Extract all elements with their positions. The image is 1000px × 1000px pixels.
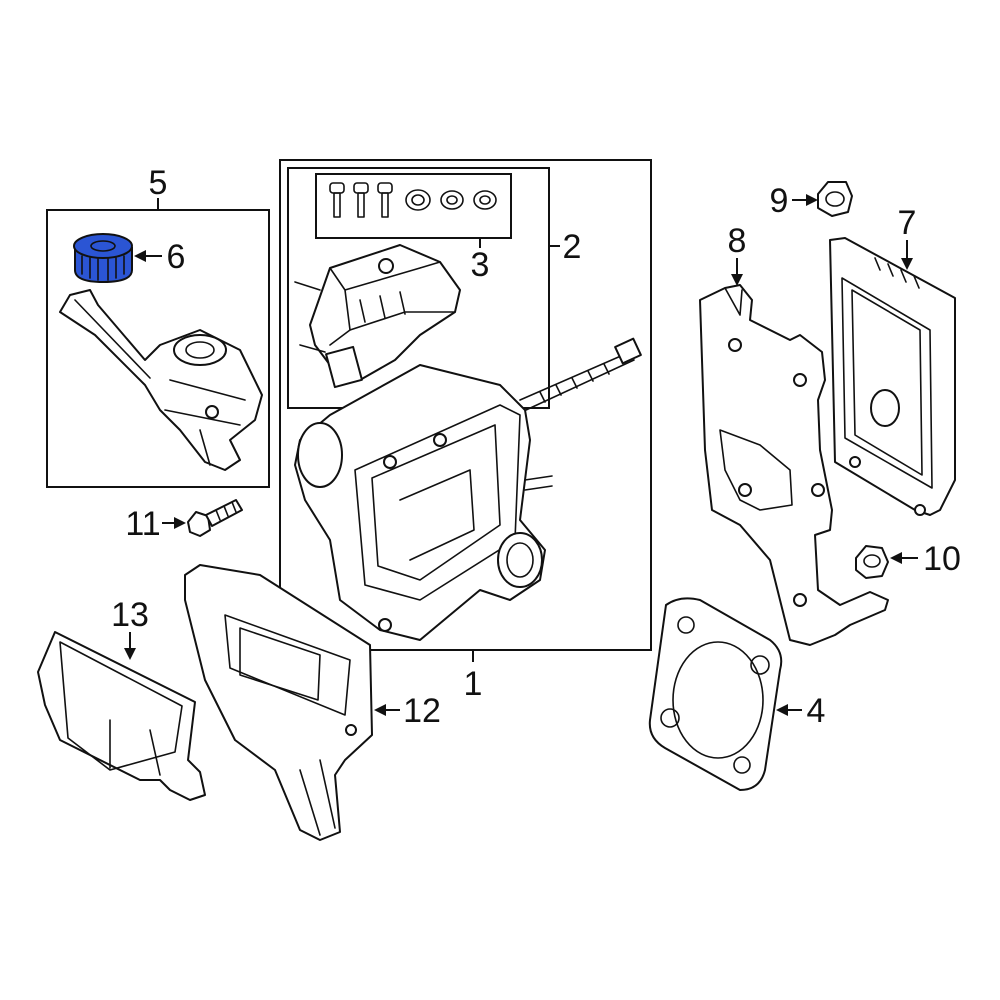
callout-8: 8 [728, 222, 747, 260]
callout-4: 4 [807, 692, 826, 730]
fluid-reservoir[interactable] [59, 289, 263, 471]
callout-3: 3 [471, 246, 490, 284]
callout-9: 9 [770, 182, 789, 220]
callout-7: 7 [898, 204, 917, 242]
callout-6: 6 [167, 238, 186, 276]
master-cylinder[interactable] [294, 244, 461, 389]
booster-assembly-frame [279, 159, 652, 651]
seal-kit-frame [315, 173, 512, 239]
seal-kit[interactable] [329, 182, 497, 218]
nut-lower[interactable] [855, 545, 889, 579]
control-module[interactable] [829, 237, 956, 516]
tray[interactable] [37, 631, 206, 801]
callout-2: 2 [563, 228, 582, 266]
gasket[interactable] [648, 597, 783, 791]
callout-13: 13 [111, 596, 149, 634]
reservoir-cap[interactable] [73, 233, 133, 284]
callout-12: 12 [403, 692, 441, 730]
callout-1: 1 [464, 665, 483, 703]
callout-5: 5 [149, 164, 168, 202]
callout-11: 11 [125, 505, 160, 543]
bolt[interactable] [187, 499, 243, 537]
air-duct[interactable] [184, 564, 373, 841]
nut-upper[interactable] [817, 181, 853, 217]
leaders [124, 194, 918, 716]
brake-booster[interactable] [294, 337, 642, 641]
callout-10: 10 [923, 540, 961, 578]
mounting-bracket[interactable] [699, 284, 889, 646]
